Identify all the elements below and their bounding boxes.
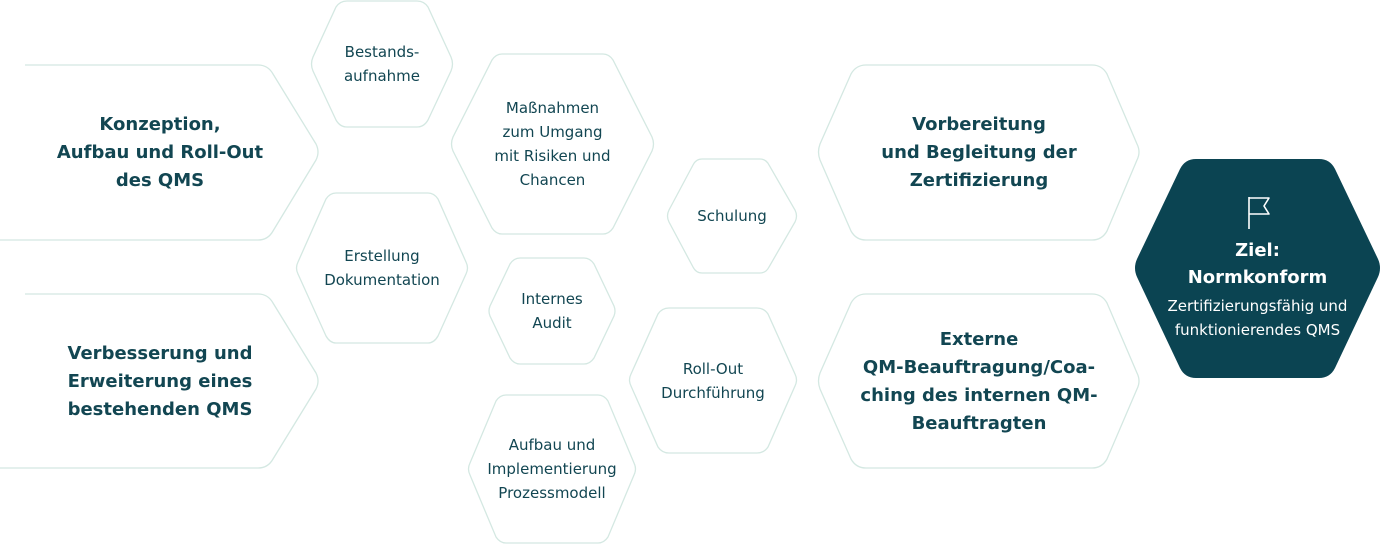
- hex-rollout: [628, 307, 798, 454]
- label-bestandsaufnahme: Bestands- aufnahme: [343, 43, 421, 85]
- label-aufbau: Aufbau und Implementierung Prozessmodell: [487, 436, 617, 502]
- hex-bestandsaufnahme: [310, 0, 454, 128]
- hex-erstellung: [295, 192, 469, 344]
- hex-massnahmen: [450, 53, 655, 235]
- label-verbesserung: Verbesserung und Erweiterung eines beste…: [67, 342, 253, 420]
- label-internes-audit: Internes Audit: [521, 290, 583, 332]
- hex-konzeption: [0, 64, 319, 241]
- hex-schulung: [666, 158, 798, 274]
- goal-subtitle-line2: funktionierendes QMS: [1174, 320, 1341, 339]
- flag-icon: [1247, 196, 1270, 229]
- goal-content: Ziel: Normkonform Zertifizierungsfähig u…: [1150, 168, 1365, 368]
- label-schulung: Schulung: [697, 207, 767, 225]
- goal-subtitle-line1: Zertifizierungsfähig und: [1167, 296, 1348, 315]
- hex-externe: [817, 293, 1140, 469]
- hex-internes-audit: [488, 257, 616, 365]
- hex-aufbau: [467, 394, 637, 544]
- goal-title-line2: Normkonform: [1187, 266, 1328, 288]
- label-konzeption: Konzeption, Aufbau und Roll-Out des QMS: [56, 113, 264, 191]
- label-massnahmen: Maßnahmen zum Umgang mit Risiken und Cha…: [494, 99, 611, 189]
- label-externe: Externe QM-Beauftragung/Coa- ching des i…: [860, 328, 1098, 434]
- hex-vorbereitung: [817, 64, 1140, 241]
- label-erstellung: Erstellung Dokumentation: [324, 247, 440, 289]
- hex-verbesserung: [0, 293, 319, 469]
- label-vorbereitung: Vorbereitung und Begleitung der Zertifiz…: [881, 113, 1077, 191]
- goal-title-line1: Ziel:: [1235, 239, 1280, 261]
- hex-goal: [1135, 159, 1380, 378]
- label-rollout: Roll-Out Durchführung: [661, 359, 765, 402]
